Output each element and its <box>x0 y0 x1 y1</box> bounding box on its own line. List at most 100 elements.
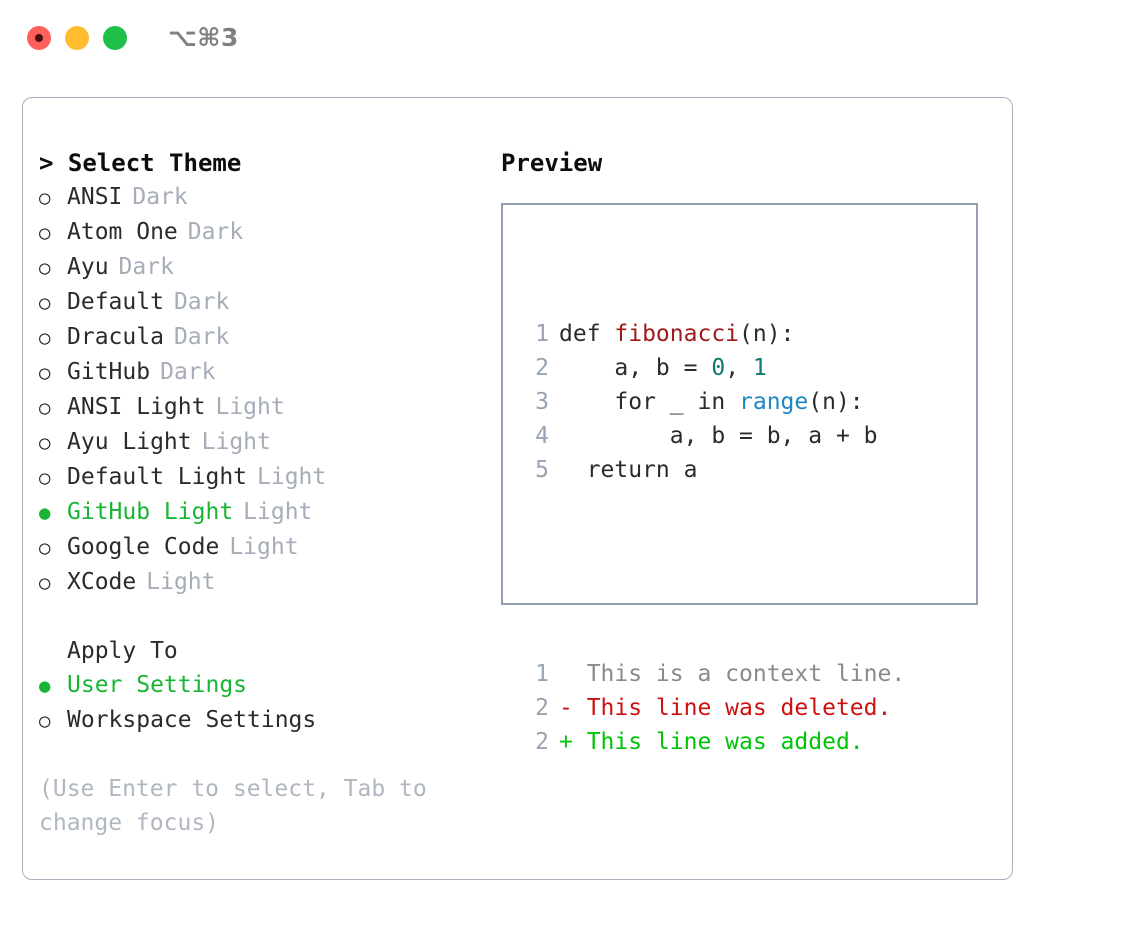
preview-heading: Preview <box>501 149 603 177</box>
apply-to-option-user-settings[interactable]: ● User Settings <box>39 668 489 703</box>
theme-option-label: Default Light <box>67 464 248 490</box>
code-line: 2 a, b = 0, 1 <box>523 351 905 385</box>
theme-option-label: Ayu Light <box>67 429 192 455</box>
preview-column: Preview <box>501 146 1001 180</box>
theme-option-dracula[interactable]: ○ Dracula Dark <box>39 320 489 355</box>
diff-sample: 1 This is a context line. 2 - This line wa… <box>523 657 905 759</box>
theme-option-label: GitHub <box>67 359 151 385</box>
code-token: 0 <box>711 355 726 381</box>
theme-option-atom-one[interactable]: ○ Atom One Dark <box>39 215 489 250</box>
radio-unselected-icon: ○ <box>39 327 51 349</box>
radio-unselected-icon: ○ <box>39 537 51 559</box>
radio-selected-icon: ● <box>39 502 51 524</box>
code-token: 1 <box>752 355 767 381</box>
diff-line-number: 1 <box>535 661 549 687</box>
theme-option-label: ANSI Light <box>67 394 206 420</box>
theme-option-ansi[interactable]: ○ ANSI Dark <box>39 180 489 215</box>
theme-option-github-light[interactable]: ● GitHub Light Light <box>39 495 489 530</box>
theme-option-label: ANSI <box>67 184 123 210</box>
diff-line: 2 + This line was added. <box>523 725 905 759</box>
theme-option-label: Dracula <box>67 324 164 350</box>
code-token: a, b = b, a + b <box>559 423 878 449</box>
theme-option-label: Ayu <box>67 254 109 280</box>
code-token: a, b = <box>559 355 712 381</box>
theme-option-category: Light <box>201 429 271 455</box>
diff-line-number: 2 <box>535 695 549 721</box>
radio-unselected-icon: ○ <box>39 257 51 279</box>
theme-option-label: Atom One <box>67 219 178 245</box>
radio-unselected-icon: ○ <box>39 710 51 732</box>
apply-to-option-label: Workspace Settings <box>67 707 317 733</box>
theme-option-category: Light <box>243 499 313 525</box>
diff-line-number: 2 <box>535 729 549 755</box>
radio-unselected-icon: ○ <box>39 222 51 244</box>
zoom-button-icon[interactable] <box>103 26 127 50</box>
theme-option-ayu[interactable]: ○ Ayu Dark <box>39 250 489 285</box>
theme-option-category: Dark <box>173 324 230 350</box>
apply-to-option-workspace-settings[interactable]: ○ Workspace Settings <box>39 703 489 738</box>
code-token: (n): <box>808 389 864 415</box>
code-line: 3 for _ in range(n): <box>523 385 905 419</box>
code-line-number: 3 <box>535 389 549 415</box>
theme-option-category: Light <box>215 394 285 420</box>
close-button-icon[interactable] <box>27 26 51 50</box>
radio-unselected-icon: ○ <box>39 397 51 419</box>
code-token: return a <box>559 457 698 483</box>
select-theme-heading: > Select Theme <box>39 149 242 177</box>
code-line: 5 return a <box>523 453 905 487</box>
theme-option-label: GitHub Light <box>67 499 234 525</box>
radio-unselected-icon: ○ <box>39 432 51 454</box>
apply-to-heading: Apply To <box>67 638 178 664</box>
diff-line-text: - This line was deleted. <box>559 695 892 721</box>
theme-option-category: Light <box>257 464 327 490</box>
theme-option-category: Light <box>146 569 216 595</box>
radio-selected-icon: ● <box>39 675 51 697</box>
theme-option-label: XCode <box>67 569 137 595</box>
radio-unselected-icon: ○ <box>39 362 51 384</box>
diff-line: 1 This is a context line. <box>523 657 905 691</box>
radio-unselected-icon: ○ <box>39 292 51 314</box>
theme-option-category: Dark <box>173 289 230 315</box>
apply-to-option-label: User Settings <box>67 672 248 698</box>
theme-option-ansi-light[interactable]: ○ ANSI Light Light <box>39 390 489 425</box>
radio-unselected-icon: ○ <box>39 572 51 594</box>
theme-option-xcode[interactable]: ○ XCode Light <box>39 565 489 600</box>
code-token: , <box>725 355 753 381</box>
code-line-number: 1 <box>535 321 549 347</box>
code-token: for _ in <box>559 389 740 415</box>
code-token: def <box>559 321 615 347</box>
radio-unselected-icon: ○ <box>39 187 51 209</box>
theme-option-category: Dark <box>132 184 188 210</box>
keyboard-hint: (Use Enter to select, Tab to change focu… <box>39 776 427 836</box>
theme-option-category: Dark <box>118 254 174 280</box>
code-token: range <box>739 389 809 415</box>
traffic-light-buttons <box>27 26 127 50</box>
diff-line: 2 - This line was deleted. <box>523 691 905 725</box>
theme-option-category: Dark <box>187 219 244 245</box>
diff-line-text: This is a context line. <box>559 661 906 687</box>
theme-option-ayu-light[interactable]: ○ Ayu Light Light <box>39 425 489 460</box>
code-line: 4 a, b = b, a + b <box>523 419 905 453</box>
theme-option-label: Google Code <box>67 534 220 560</box>
code-line-number: 2 <box>535 355 549 381</box>
diff-line-text: + This line was added. <box>559 729 864 755</box>
title-bar: ⌥⌘3 <box>0 0 1140 78</box>
code-line-number: 4 <box>535 423 549 449</box>
code-line-number: 5 <box>535 457 549 483</box>
minimize-button-icon[interactable] <box>65 26 89 50</box>
code-token: (n): <box>739 321 795 347</box>
window-title-shortcut: ⌥⌘3 <box>168 23 239 52</box>
apply-to-list: ● User Settings ○ Workspace Settings <box>39 668 489 738</box>
